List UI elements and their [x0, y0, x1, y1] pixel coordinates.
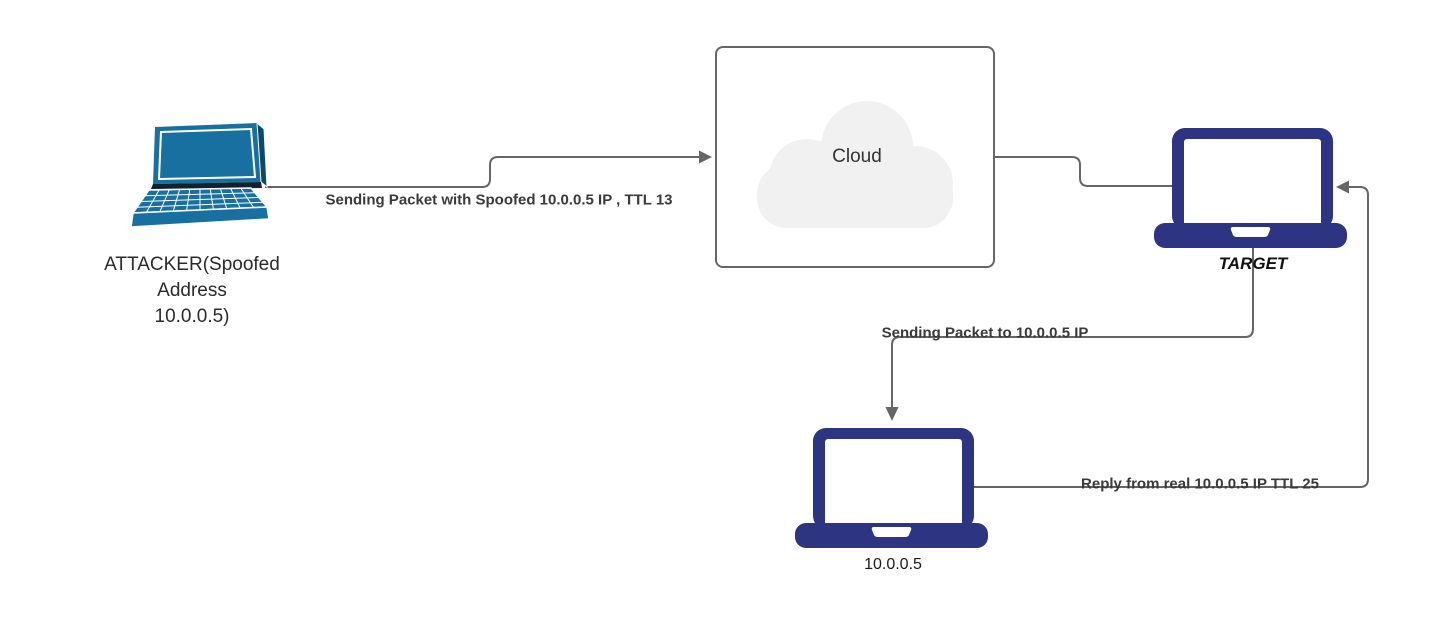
cloud-container-box: Cloud: [715, 46, 995, 268]
cloud-label: Cloud: [832, 146, 882, 167]
attacker-label: ATTACKER(Spoofed Address 10.0.0.5): [104, 254, 280, 327]
edge-label-target-to-real-host: Sending Packet to 10.0.0.5 IP: [881, 324, 1089, 342]
edge-real-host-to-target: [973, 186, 1369, 488]
target-label: TARGET: [1218, 254, 1288, 273]
edge-label-real-host-to-target: Reply from real 10.0.0.5 IP TTL 25: [1081, 475, 1319, 493]
edge-target-to-real-host: [891, 248, 1254, 407]
target-laptop-icon: [1154, 128, 1347, 248]
cloud-icon: [757, 101, 953, 228]
edge-cloud-to-target: [993, 156, 1172, 187]
arrowhead-into-real-host-icon: [885, 407, 899, 421]
edge-attacker-to-cloud: [265, 156, 699, 188]
real-host-laptop-icon: [795, 428, 988, 548]
arrowhead-into-cloud-icon: [699, 150, 712, 164]
arrowhead-into-target-icon: [1336, 180, 1349, 194]
edge-label-attacker-to-cloud: Sending Packet with Spoofed 10.0.0.5 IP …: [325, 191, 673, 209]
real-host-label: 10.0.0.5: [864, 556, 922, 573]
attacker-laptop-3d-icon: [130, 121, 270, 228]
